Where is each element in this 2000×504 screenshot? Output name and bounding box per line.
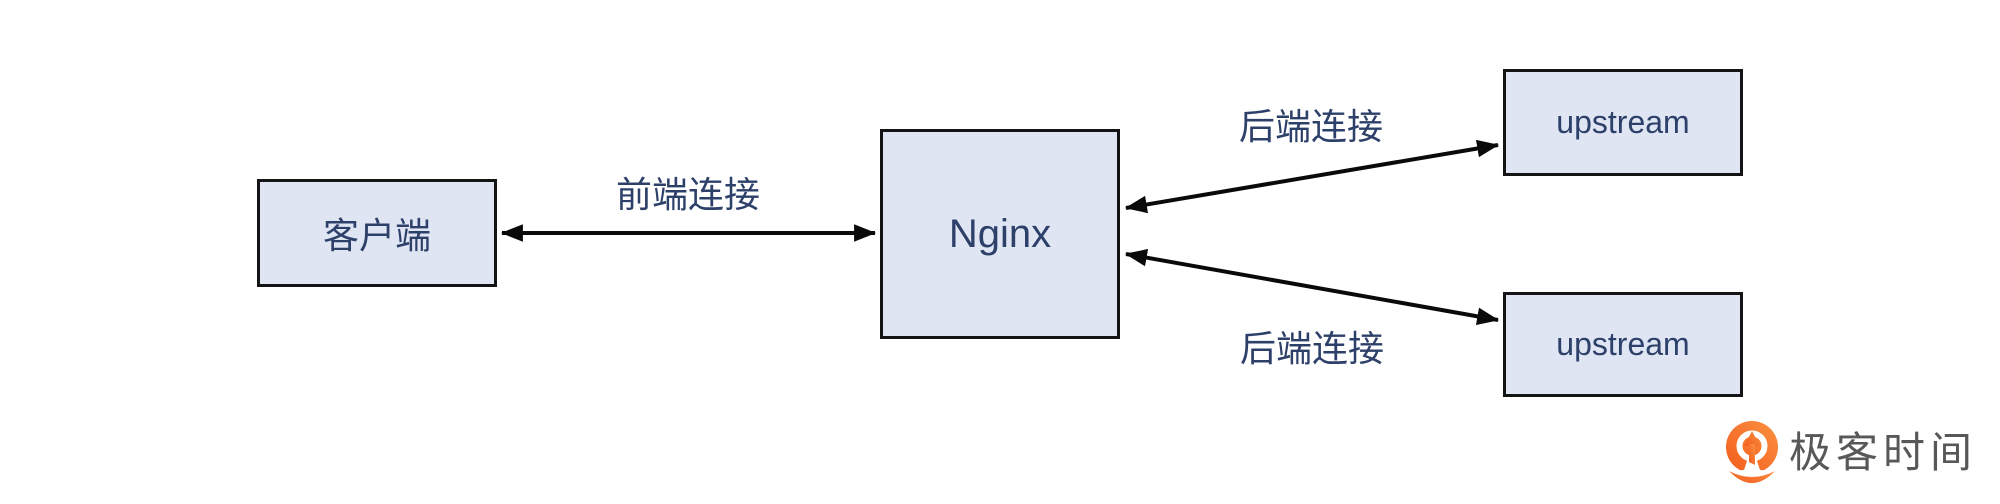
backend-connection-arrow-bottom xyxy=(1124,248,1500,326)
client-node: 客户端 xyxy=(257,179,497,287)
upstream-bottom-node-label: upstream xyxy=(1556,326,1690,362)
backend-connection-label-bottom: 后端连接 xyxy=(1239,328,1385,369)
nginx-node-label: Nginx xyxy=(948,211,1052,256)
upstream-top-node: upstream xyxy=(1503,69,1743,176)
backend-connection-arrow-top xyxy=(1124,139,1500,214)
upstream-top-node-label: upstream xyxy=(1556,104,1690,140)
client-node-label: 客户端 xyxy=(322,215,431,256)
upstream-bottom-node: upstream xyxy=(1503,292,1743,397)
geektime-logo-text: 极客时间 xyxy=(1789,429,1978,476)
geektime-logo: 极客时间 xyxy=(1725,421,1977,485)
frontend-connection-label: 前端连接 xyxy=(615,174,761,215)
nginx-node: Nginx xyxy=(880,129,1120,339)
backend-connection-label-top: 后端连接 xyxy=(1238,106,1384,147)
geektime-pin-arrow-icon xyxy=(1726,421,1778,483)
